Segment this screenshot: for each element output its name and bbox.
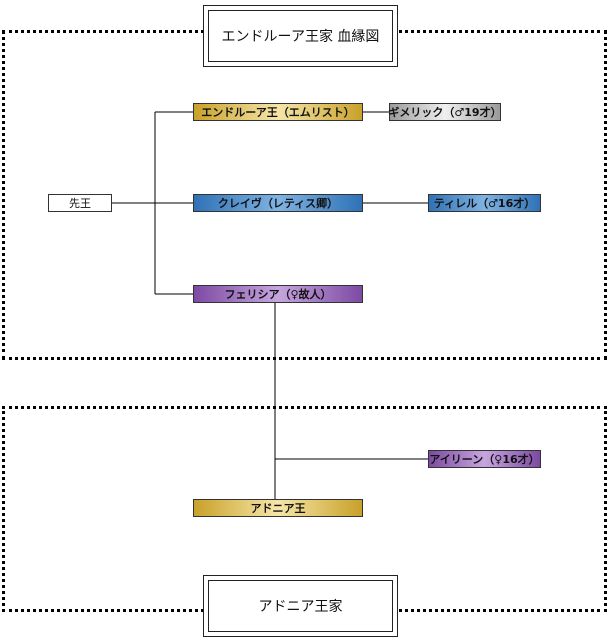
adonia-title-box: アドニア王家 xyxy=(203,575,398,637)
node-tirell: ティレル（♂16才） xyxy=(428,194,541,212)
node-cleive: クレイヴ（レティス卿） xyxy=(193,194,363,212)
adonia-title: アドニア王家 xyxy=(208,580,393,632)
node-endlua-king: エンドルーア王（エムリスト） xyxy=(193,103,363,121)
endlua-title: エンドルーア王家 血縁図 xyxy=(208,10,393,62)
node-gimerick: ギメリック（♂19才） xyxy=(388,103,502,121)
node-senou: 先王 xyxy=(48,194,112,212)
endlua-title-box: エンドルーア王家 血縁図 xyxy=(203,5,398,67)
node-felicia: フェリシア（♀故人） xyxy=(193,285,363,303)
node-irene: アイリーン（♀16才） xyxy=(428,450,541,468)
node-adonia-king: アドニア王 xyxy=(193,499,363,517)
